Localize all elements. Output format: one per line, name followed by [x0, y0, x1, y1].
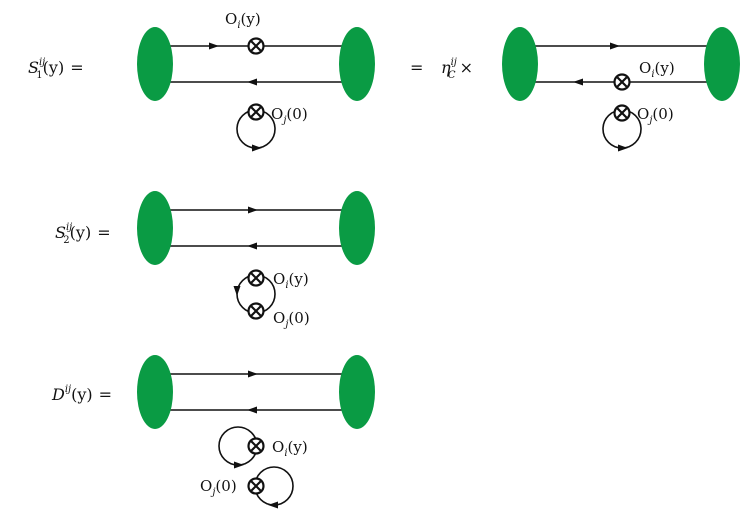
op-label-oj: Oj(0) [637, 105, 674, 126]
arrow-left [247, 406, 257, 414]
operator-insertion [247, 477, 265, 495]
blob-right [339, 355, 375, 429]
op-label-oj: Oj(0) [273, 309, 310, 330]
loop-arrow [234, 461, 244, 469]
arrow-left [247, 78, 257, 86]
blob-left [502, 27, 538, 101]
op-label-oi: Oi(y) [225, 10, 261, 31]
operator-insertion [247, 269, 265, 287]
equals-sign: = [410, 58, 423, 77]
op-label-oi: Oi(y) [273, 270, 309, 291]
op-label-oi: Oi(y) [272, 438, 308, 459]
panel-d: Dij(y)= Oi(y) Oj(0) [51, 355, 375, 509]
label-d: Dij(y)= [51, 384, 112, 404]
op-label-oi: Oi(y) [639, 59, 675, 80]
loop-arrow [233, 286, 241, 296]
operator-insertion [247, 37, 265, 55]
op-label-oj: Oj(0) [271, 105, 308, 126]
operator-insertion [247, 437, 265, 455]
op-label-oj: Oj(0) [200, 477, 237, 498]
operator-insertion [247, 302, 265, 320]
operator-insertion [613, 73, 631, 91]
arrow-right [209, 42, 219, 50]
blob-right [339, 27, 375, 101]
arrow-right [248, 206, 258, 214]
blob-right [704, 27, 740, 101]
blob-right [339, 191, 375, 265]
arrow-right [248, 370, 258, 378]
panel-right: Oi(y) Oj(0) [502, 27, 740, 152]
operator-insertion [247, 103, 265, 121]
arrow-right [610, 42, 620, 50]
blob-left [137, 27, 173, 101]
arrow-left [573, 78, 583, 86]
loop-arrow [618, 144, 628, 152]
blob-left [137, 355, 173, 429]
blob-left [137, 191, 173, 265]
operator-insertion [613, 104, 631, 122]
loop-arrow [268, 501, 278, 509]
loop-arrow [252, 144, 262, 152]
arrow-left [247, 242, 257, 250]
